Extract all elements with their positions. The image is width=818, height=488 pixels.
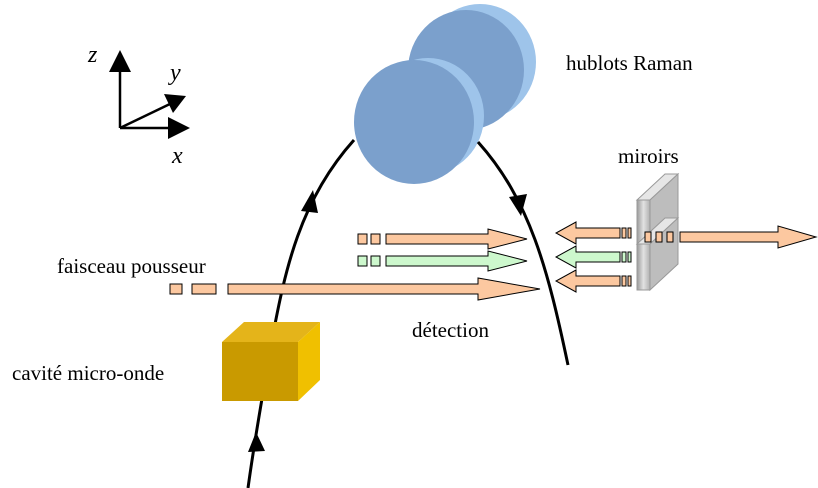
trajectory-arrow-bottom	[248, 432, 265, 452]
cavity-side	[298, 322, 320, 401]
retro-orange-bottom	[554, 269, 621, 293]
cavity-top	[222, 322, 320, 342]
pusher-beam	[169, 277, 541, 301]
y-axis-label: y	[168, 60, 181, 86]
orange-beam-top	[385, 228, 528, 250]
microwave-cavity	[222, 322, 320, 401]
trajectory-arrow-down	[509, 194, 527, 216]
atom-trajectory	[246, 138, 570, 488]
detection-beams-left	[357, 228, 528, 272]
green-beam	[385, 250, 528, 272]
raman-windows	[354, 4, 536, 184]
retro-orange-top	[554, 221, 621, 245]
label-faisceau-pousseur: faisceau pousseur	[57, 254, 206, 278]
z-axis-label: z	[87, 42, 98, 68]
label-cavite-micro-onde: cavité micro-onde	[12, 361, 164, 385]
label-hublots-raman: hublots Raman	[566, 51, 693, 75]
cavity-front	[222, 342, 298, 401]
transmitted-beam	[644, 225, 818, 249]
coordinate-axes: z y x	[87, 42, 190, 169]
mirror-lower	[636, 243, 651, 291]
z-axis-arrowhead	[109, 50, 131, 72]
label-miroirs: miroirs	[618, 144, 679, 168]
front-window	[354, 60, 474, 184]
y-axis	[119, 101, 173, 130]
y-axis-arrowhead	[164, 94, 186, 113]
retro-beams	[554, 221, 632, 293]
trajectory-up	[246, 138, 356, 488]
trajectory-down	[476, 140, 570, 366]
x-axis-arrowhead	[168, 117, 190, 139]
label-detection: détection	[412, 318, 489, 342]
trajectory-arrow-up	[301, 190, 318, 213]
x-axis-label: x	[171, 143, 183, 169]
retro-green	[554, 245, 621, 269]
